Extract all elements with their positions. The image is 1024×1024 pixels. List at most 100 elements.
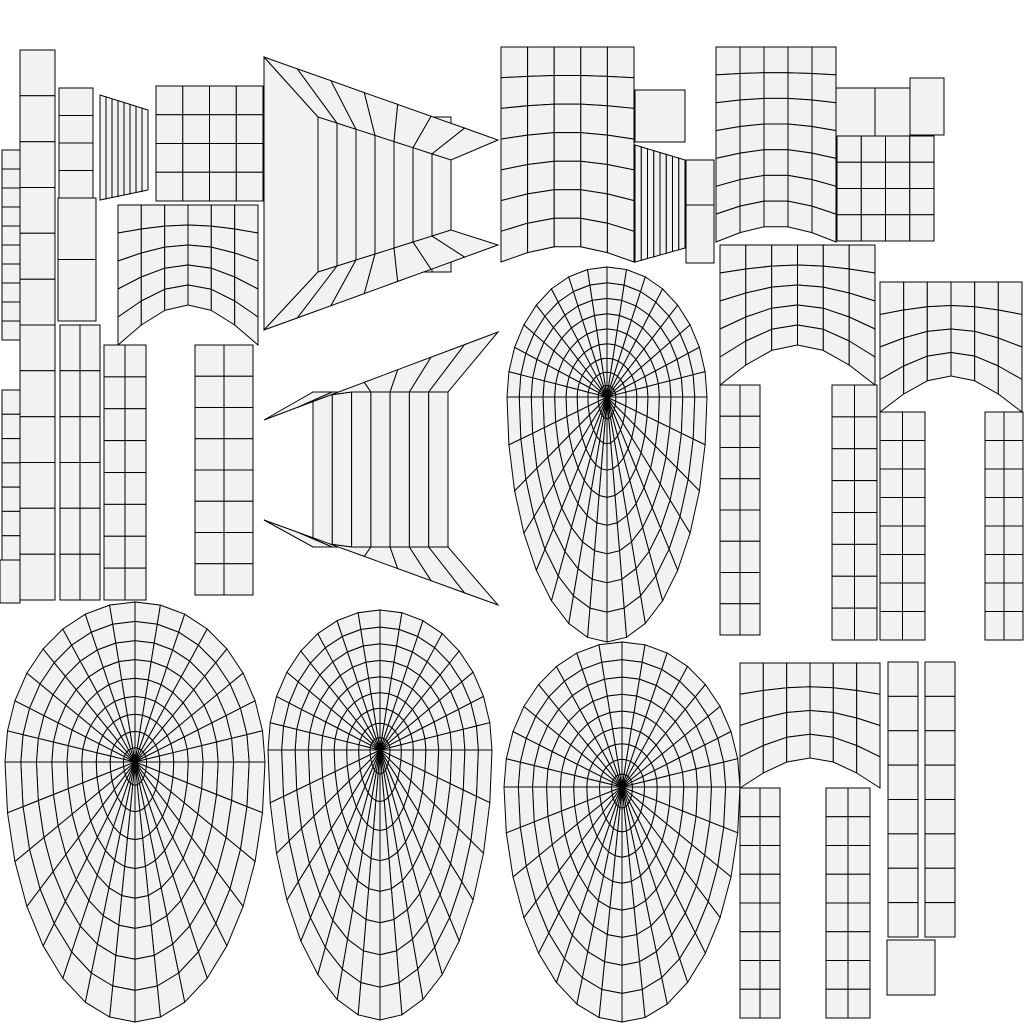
radial-face-quad	[669, 377, 684, 398]
grid-quad	[854, 416, 878, 450]
grid-quad	[811, 72, 837, 104]
grid-quad	[950, 328, 976, 357]
grid-quad	[223, 344, 254, 377]
grid-quad	[885, 188, 911, 216]
radial-face-quad	[545, 786, 562, 818]
grid-strip-island	[58, 87, 94, 199]
grid-quad	[924, 833, 956, 869]
grid-quad	[886, 939, 936, 996]
grid-strip-island	[739, 662, 881, 789]
grid-quad	[787, 97, 813, 128]
grid-quad	[771, 264, 798, 288]
grid-quad	[1, 282, 21, 303]
grid-quad	[182, 143, 210, 173]
radial-face-quad	[589, 282, 608, 301]
grid-strip-island	[739, 787, 781, 1019]
radial-face-island	[4, 601, 266, 1023]
grid-quad	[553, 103, 582, 134]
grid-quad	[950, 351, 976, 382]
radial-face-quad	[621, 961, 643, 995]
radial-face-quad	[601, 659, 623, 680]
fan-quad	[111, 98, 119, 199]
grid-quad	[223, 438, 254, 471]
grid-quad	[771, 244, 798, 267]
grid-quad	[759, 787, 781, 818]
grid-quad	[209, 114, 237, 144]
grid-quad	[926, 304, 952, 332]
radial-face-quad	[503, 758, 521, 788]
radial-face-quad	[379, 950, 400, 988]
radial-face-quad	[709, 761, 727, 788]
grid-quad	[831, 575, 855, 609]
grid-quad	[739, 447, 761, 480]
grid-quad	[606, 134, 635, 171]
radial-face-quad	[112, 954, 136, 992]
grid-quad	[879, 440, 903, 470]
radial-face-quad	[379, 888, 395, 924]
grid-quad	[606, 105, 635, 140]
grid-quad	[187, 204, 212, 227]
grid-quad	[234, 300, 259, 347]
grid-quad	[887, 764, 919, 800]
grid-quad	[19, 187, 56, 234]
grid-quad	[1, 149, 21, 170]
grid-quad	[19, 324, 56, 372]
grid-quad	[103, 376, 126, 410]
grid-quad	[902, 440, 926, 470]
grid-quad	[739, 123, 765, 154]
grid-quad	[606, 46, 635, 79]
grid-quad	[1, 168, 21, 189]
grid-quad	[997, 281, 1023, 316]
grid-quad	[1, 187, 21, 208]
small-part-quad	[685, 159, 715, 206]
grid-quad	[739, 200, 765, 234]
fan-quad	[117, 99, 125, 197]
fan-island	[263, 56, 500, 161]
grid-quad	[223, 407, 254, 440]
grid-quad	[847, 960, 871, 990]
grid-quad	[19, 553, 56, 601]
grid-quad	[527, 74, 555, 107]
grid-quad	[950, 281, 976, 308]
grid-quad	[124, 503, 147, 537]
fan-quad	[123, 101, 131, 196]
grid-quad	[879, 281, 905, 316]
grid-quad	[854, 543, 878, 577]
radial-face-quad	[606, 494, 618, 526]
grid-quad	[854, 607, 878, 641]
grid-quad	[164, 204, 189, 227]
radial-face-quad	[621, 934, 641, 966]
grid-quad	[428, 391, 449, 548]
radial-face-quad	[517, 786, 535, 829]
grid-quad	[739, 931, 761, 961]
grid-strip-island	[719, 384, 761, 636]
grid-quad	[223, 563, 254, 596]
radial-face-quad	[357, 609, 381, 630]
grid-quad	[19, 462, 56, 509]
grid-quad	[811, 99, 837, 132]
grid-quad	[235, 85, 264, 116]
grid-quad	[1, 438, 21, 464]
grid-quad	[739, 46, 765, 75]
radial-face-quad	[267, 749, 285, 804]
grid-quad	[887, 695, 919, 732]
grid-quad	[187, 244, 212, 269]
radial-face-quad	[379, 981, 403, 1021]
grid-quad	[500, 105, 529, 140]
grid-strip-island	[719, 244, 876, 387]
grid-quad	[194, 375, 225, 408]
grid-quad	[924, 764, 956, 800]
grid-quad	[103, 567, 126, 601]
radial-face-quad	[379, 857, 392, 893]
grid-quad	[739, 960, 761, 990]
radial-face-quad	[307, 749, 324, 785]
grid-quad	[79, 507, 101, 555]
grid-quad	[1003, 411, 1024, 441]
radial-face-quad	[646, 383, 660, 398]
small-part-quad	[0, 559, 21, 604]
grid-quad	[1, 320, 21, 341]
grid-quad	[926, 281, 952, 308]
grid-quad	[831, 512, 855, 545]
grid-quad	[527, 217, 555, 254]
grid-quad	[984, 468, 1005, 498]
